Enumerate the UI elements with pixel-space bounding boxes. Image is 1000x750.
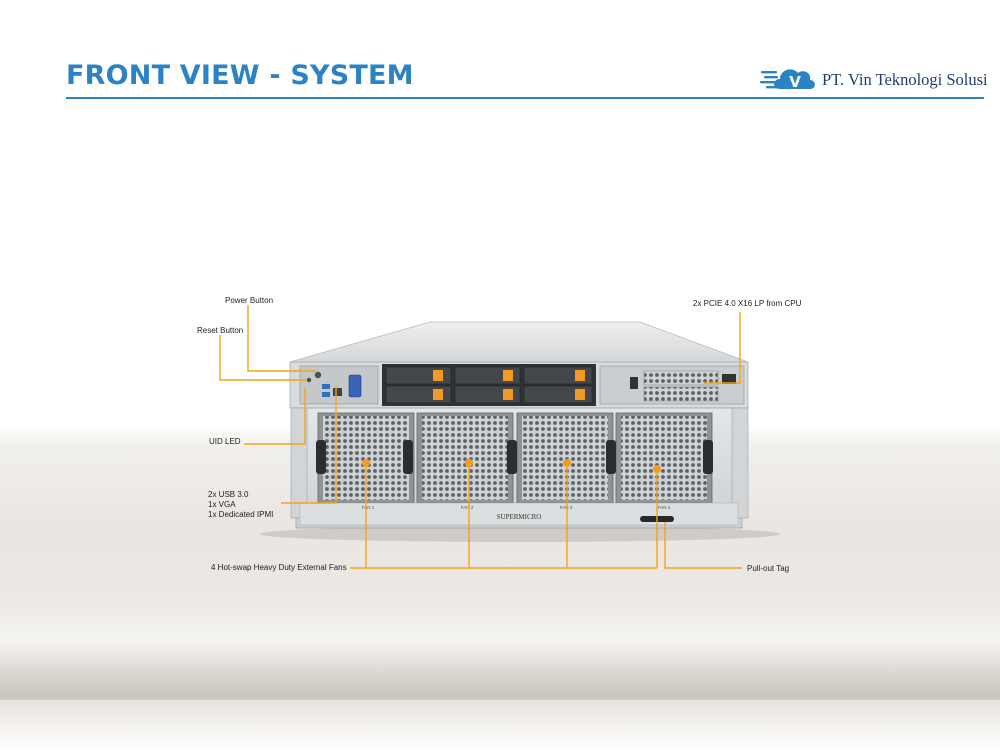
drive-latch-icon bbox=[503, 370, 513, 381]
right-handle bbox=[731, 407, 749, 519]
drive-latch-icon bbox=[503, 389, 513, 400]
ipmi-port-icon bbox=[333, 388, 342, 396]
fan-handle bbox=[316, 440, 326, 474]
fan-handle bbox=[606, 440, 616, 474]
drive-bays bbox=[385, 366, 593, 404]
usb-port-icon bbox=[322, 392, 330, 397]
fans-label: 4 Hot-swap Heavy Duty External Fans bbox=[211, 563, 347, 572]
fan-grill bbox=[422, 416, 508, 500]
fan-label: FAN 1 bbox=[362, 505, 375, 510]
usb-port-icon bbox=[322, 384, 330, 389]
fan-handle bbox=[403, 440, 413, 474]
company-name: PT. Vin Teknologi Solusi bbox=[822, 70, 988, 89]
chassis-brand-mark: SUPERMICRO bbox=[497, 513, 542, 521]
slide-title: FRONT VIEW - SYSTEM bbox=[66, 60, 414, 91]
ports-label-vga: 1x VGA bbox=[208, 500, 236, 509]
pcie-bracket bbox=[643, 370, 719, 386]
company-logo-icon: V bbox=[760, 69, 815, 91]
reset-button-icon bbox=[306, 377, 312, 383]
fan-label: FAN 3 bbox=[560, 505, 573, 510]
drive-latch-icon bbox=[575, 389, 585, 400]
fan-handle bbox=[703, 440, 713, 474]
uid-led-leader bbox=[244, 388, 306, 445]
chassis-lid bbox=[289, 321, 749, 363]
pcie-leader bbox=[704, 312, 741, 384]
company-brand: V PT. Vin Teknologi Solusi bbox=[760, 62, 990, 96]
tabletop-edge bbox=[0, 640, 1000, 710]
fan-handle bbox=[507, 440, 517, 474]
title-underline bbox=[66, 97, 984, 99]
ports-label-ipmi: 1x Dedicated IPMI bbox=[208, 510, 273, 519]
ports-label-usb: 2x USB 3.0 bbox=[208, 490, 249, 499]
reset-button-leader bbox=[219, 335, 307, 381]
callout-leaders bbox=[219, 305, 742, 569]
tabletop-shadow bbox=[0, 700, 1000, 750]
power-button-label: Power Button bbox=[225, 296, 273, 305]
svg-text:V: V bbox=[789, 73, 801, 91]
pcie-latch-icon bbox=[722, 374, 736, 384]
reset-button-label: Reset Button bbox=[197, 326, 243, 335]
fan-grill bbox=[621, 416, 707, 500]
drive-latch-icon bbox=[433, 389, 443, 400]
ports-leader bbox=[281, 386, 337, 504]
pcie-label: 2x PCIE 4.0 X16 LP from CPU bbox=[693, 299, 802, 308]
vga-port-icon bbox=[348, 374, 362, 398]
left-handle bbox=[290, 407, 308, 519]
chassis-shadow bbox=[260, 526, 780, 542]
pull-out-tag-label: Pull-out Tag bbox=[747, 564, 789, 573]
fan-label: FAN 2 bbox=[461, 505, 474, 510]
control-panel bbox=[299, 365, 379, 405]
drive-latch-icon bbox=[433, 370, 443, 381]
pcie-slot-icon bbox=[630, 377, 638, 389]
power-button-icon bbox=[314, 371, 322, 379]
pcie-bracket bbox=[643, 386, 719, 402]
fan-grill bbox=[522, 416, 608, 500]
power-button-leader bbox=[247, 305, 316, 372]
pull-out-tag-leader bbox=[664, 522, 742, 569]
fan-label: FAN 4 bbox=[658, 505, 671, 510]
bottom-strip bbox=[299, 502, 739, 526]
uid-led-label: UID LED bbox=[209, 437, 241, 446]
drive-latch-icon bbox=[575, 370, 585, 381]
